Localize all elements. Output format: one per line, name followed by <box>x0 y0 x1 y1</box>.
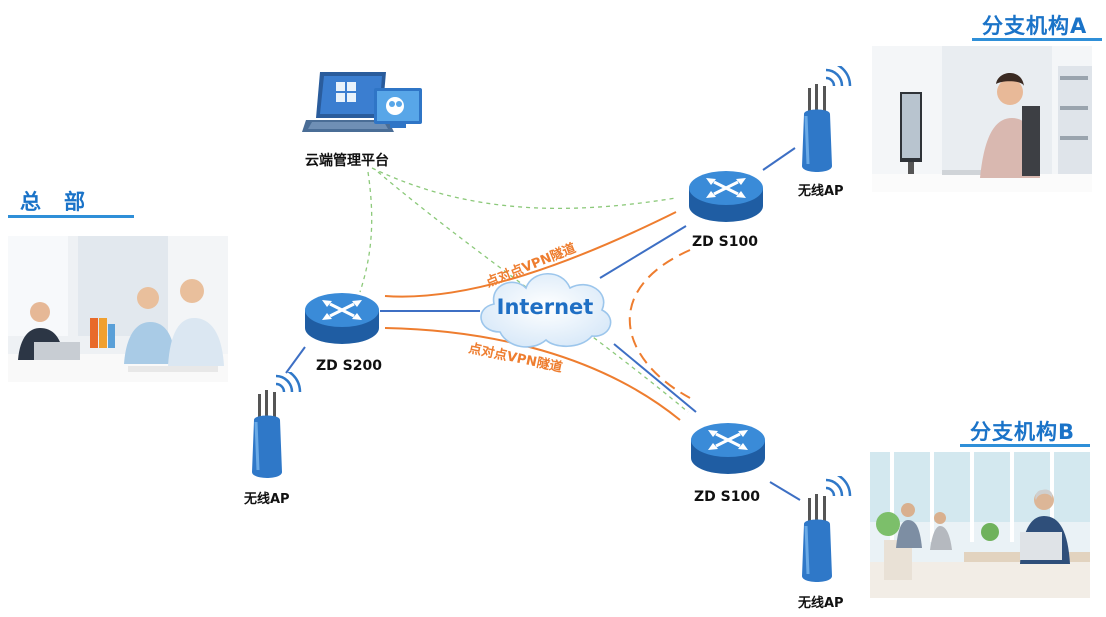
cloud-icon <box>480 273 612 348</box>
tunnel-branch-a-branch-b <box>629 249 691 399</box>
tunnel-hq-branch-a <box>384 211 677 298</box>
link-internet-branch-b <box>613 343 697 413</box>
internet-label: Internet <box>496 295 594 319</box>
branch-a-title: 分支机构A <box>982 14 1088 38</box>
wireless-ap-icon <box>802 66 852 172</box>
cloud-platform-label: 云端管理平台 <box>305 153 389 169</box>
wireless-ap-icon <box>802 476 852 582</box>
wireless-ap-icon <box>252 372 302 478</box>
link-branch-a-router-ap <box>762 147 796 171</box>
link-branch-b-router-ap <box>769 481 801 501</box>
router-icon <box>305 293 379 344</box>
hq-office-photo <box>8 236 228 382</box>
hq-title: 总 部 <box>20 190 86 214</box>
branch-b-office-illustration <box>870 452 1090 598</box>
mgmt-line-to-branch-a <box>371 167 677 210</box>
hq-ap-label: 无线AP <box>244 492 290 507</box>
tunnel-hq-branch-b <box>384 327 681 421</box>
branch-a-office-photo <box>872 46 1092 192</box>
branch-a-router-label: ZD S100 <box>692 234 758 250</box>
hq-office-illustration <box>8 236 228 382</box>
branch-b-title: 分支机构B <box>970 420 1076 444</box>
branch-b-title-underline <box>960 444 1090 447</box>
hq-title-underline <box>8 215 134 218</box>
branch-b-ap-label: 无线AP <box>798 596 844 611</box>
link-internet-branch-a <box>599 225 687 279</box>
branch-b-office-photo <box>870 452 1090 598</box>
branch-b-router-label: ZD S100 <box>694 489 760 505</box>
branch-a-ap-label: 无线AP <box>798 184 844 199</box>
branch-a-office-illustration <box>872 46 1092 192</box>
router-icon <box>689 171 763 222</box>
link-hq-router-ap <box>285 346 306 374</box>
hq-router-label: ZD S200 <box>316 358 382 374</box>
mgmt-line-to-hq <box>359 171 373 293</box>
branch-a-title-underline <box>972 38 1102 41</box>
router-icon <box>691 423 765 474</box>
laptop-monitor-icon <box>302 66 426 140</box>
